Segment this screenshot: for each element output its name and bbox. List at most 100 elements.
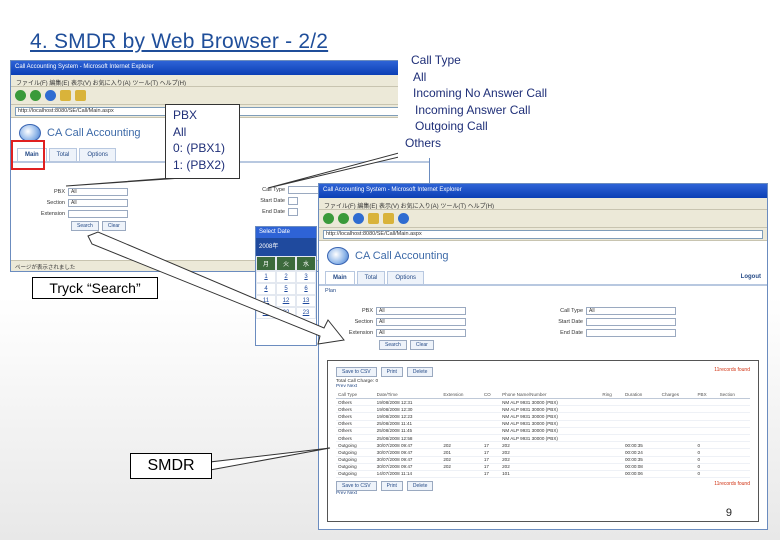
back-icon[interactable] xyxy=(15,90,26,101)
start-date-input[interactable] xyxy=(586,318,676,326)
media-icon[interactable] xyxy=(398,213,409,224)
table-cell: NM ALP 9931 30000 (PBX) xyxy=(500,412,601,421)
save-csv-button[interactable]: Save to CSV xyxy=(336,481,377,492)
extension-select[interactable]: All xyxy=(376,329,466,337)
pbx-select[interactable]: All xyxy=(68,188,128,196)
table-cell xyxy=(695,398,718,407)
calendar-day[interactable]: 22 xyxy=(276,307,296,319)
table-cell xyxy=(481,427,501,435)
table-cell xyxy=(659,441,696,450)
call-type-callout-line: Call Type xyxy=(411,53,461,67)
menu-bar[interactable]: ファイル(F) 編集(E) 表示(V) お気に入り(A) ツール(T) ヘルプ(… xyxy=(11,75,429,87)
column-header[interactable]: Duration xyxy=(622,391,660,399)
calendar-day[interactable]: 6 xyxy=(296,283,316,295)
column-header[interactable]: Phone Name/Number xyxy=(500,391,601,399)
calendar-day[interactable]: 3 xyxy=(296,271,316,283)
tab-total[interactable]: Total xyxy=(356,271,386,284)
tab-main[interactable]: Main xyxy=(325,271,355,284)
forward-icon[interactable] xyxy=(338,213,349,224)
print-button[interactable]: Print xyxy=(380,481,403,492)
column-header[interactable]: Call Type xyxy=(336,391,375,399)
column-header[interactable]: Charges xyxy=(659,391,696,399)
table-cell xyxy=(441,427,482,435)
form-row-section: Section All xyxy=(31,199,128,207)
home-icon[interactable] xyxy=(368,213,379,224)
table-cell xyxy=(481,434,501,443)
column-header[interactable]: CO xyxy=(481,391,501,399)
column-header[interactable]: Extension xyxy=(441,391,482,399)
clear-button[interactable]: Clear xyxy=(409,340,434,350)
forward-icon[interactable] xyxy=(30,90,41,101)
extension-label: Extension xyxy=(40,211,65,217)
section-select[interactable]: All xyxy=(68,199,128,207)
calendar-day[interactable]: 12 xyxy=(276,295,296,307)
column-header[interactable]: PBX xyxy=(695,391,718,399)
calendar-day[interactable]: 5 xyxy=(276,283,296,295)
print-button[interactable]: Print xyxy=(380,367,403,377)
start-date-label: Start Date xyxy=(260,198,285,204)
tab-options[interactable]: Options xyxy=(387,271,425,284)
favorites-icon[interactable] xyxy=(75,90,86,101)
results-toolbar-bottom: Save to CSV Print Delete 11records found xyxy=(336,481,750,492)
clear-button[interactable]: Clear xyxy=(101,221,126,231)
table-cell: 202 xyxy=(500,448,601,457)
table-cell: 30/07/2008 09:47 xyxy=(374,463,442,471)
breadcrumb: Plan xyxy=(325,288,337,294)
calendar-day[interactable]: 13 xyxy=(296,295,316,307)
tab-options[interactable]: Options xyxy=(79,148,117,161)
column-header[interactable]: Ring xyxy=(600,391,623,399)
refresh-icon[interactable] xyxy=(45,90,56,101)
delete-button[interactable]: Delete xyxy=(406,367,434,377)
logout-link[interactable]: Logout xyxy=(740,274,761,280)
table-cell: Outgoing xyxy=(336,441,375,450)
pbx-label: PBX xyxy=(53,189,65,195)
calendar-day[interactable]: 23 xyxy=(296,307,316,319)
table-cell: 00:00:24 xyxy=(622,448,660,457)
delete-button[interactable]: Delete xyxy=(406,481,434,492)
calendar-day[interactable]: 21 xyxy=(256,307,276,319)
search-button[interactable]: Search xyxy=(71,221,99,231)
table-cell: 30/07/2008 09:47 xyxy=(374,448,442,457)
calendar-day[interactable]: 1 xyxy=(256,271,276,283)
end-date-input[interactable] xyxy=(586,329,676,337)
back-icon[interactable] xyxy=(323,213,334,224)
pbx-callout-line: All xyxy=(173,124,187,139)
end-date-checkbox[interactable] xyxy=(288,208,298,216)
save-csv-button[interactable]: Save to CSV xyxy=(336,367,377,377)
calendar-day[interactable]: 11 xyxy=(256,295,276,307)
home-icon[interactable] xyxy=(60,90,71,101)
tab-total[interactable]: Total xyxy=(48,148,78,161)
call-type-label: Call Type xyxy=(262,187,285,193)
page-nav[interactable]: Prev Next xyxy=(336,384,358,389)
call-type-callout: Call Type All Incoming No Answer Call In… xyxy=(398,50,580,158)
page-nav[interactable]: Prev Next xyxy=(336,491,358,497)
refresh-icon[interactable] xyxy=(353,213,364,224)
calendar-day[interactable]: 4 xyxy=(256,283,276,295)
column-header[interactable]: Date/Time xyxy=(374,391,442,399)
column-header[interactable]: Section xyxy=(717,391,750,399)
start-date-checkbox[interactable] xyxy=(288,197,298,205)
table-cell: Outgoing xyxy=(336,463,375,471)
menu-bar[interactable]: ファイル(F) 編集(E) 表示(V) お気に入り(A) ツール(T) ヘルプ(… xyxy=(319,198,767,210)
tab-main[interactable]: Main xyxy=(17,148,47,161)
search-button[interactable]: Search xyxy=(379,340,407,350)
address-field[interactable]: http://localhost:8080/SE/Call/Main.aspx xyxy=(323,229,763,239)
calendar-day[interactable]: 2 xyxy=(276,271,296,283)
pbx-select[interactable]: All xyxy=(376,307,466,315)
extension-input[interactable] xyxy=(68,210,128,218)
favorites-icon[interactable] xyxy=(383,213,394,224)
calendar-popup: Select Date 2008年 月 火 水 1 2 3 4 5 6 11 1… xyxy=(255,226,317,346)
section-select[interactable]: All xyxy=(376,318,466,326)
call-type-select[interactable]: All xyxy=(586,307,676,315)
